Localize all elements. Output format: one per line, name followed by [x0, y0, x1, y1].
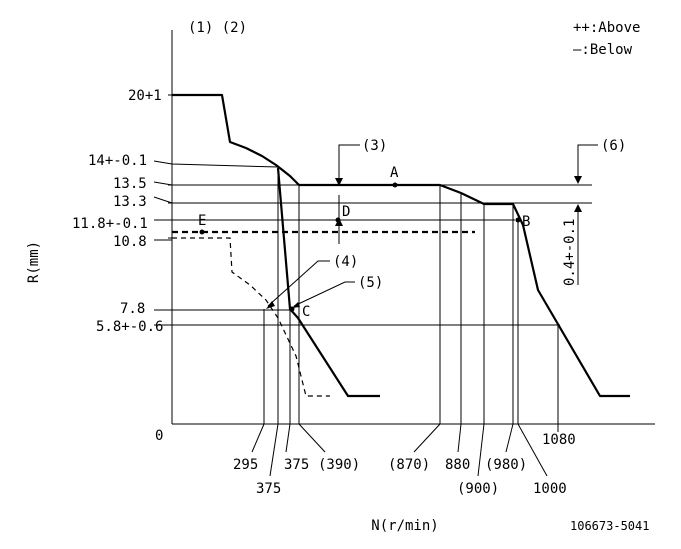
- callout-6-arrowhead-bottom: [574, 204, 582, 212]
- y-label-5-8: 5.8+-0.6: [96, 319, 163, 335]
- ref-line-13-3: [153, 196, 592, 204]
- x-label-1080: 1080: [542, 432, 576, 448]
- main-curve-left: [172, 93, 630, 398]
- y-label-11-8: 11.8+-0.1: [72, 216, 148, 232]
- callout-5: (5): [358, 275, 383, 291]
- callout-4: (4): [333, 254, 358, 270]
- ref-line-14: [153, 160, 279, 168]
- dashed-drop-curve: [172, 237, 330, 397]
- y-label-13-3: 13.3: [113, 194, 147, 210]
- point-b-marker: [515, 217, 521, 223]
- point-label-b: B: [522, 214, 530, 230]
- callout-3: (3): [362, 138, 387, 154]
- x-label-390: (390): [318, 457, 360, 473]
- callout-4-arrowhead: [266, 301, 275, 309]
- callout-6-leader: [577, 144, 598, 285]
- y-axis-label: R(mm): [26, 241, 42, 283]
- callout-4-leader: [267, 260, 330, 307]
- horizontal-reference-lines: [153, 160, 592, 326]
- y-label-7-8: 7.8: [120, 301, 145, 317]
- y-label-14: 14+-0.1: [88, 153, 147, 169]
- x-label-900: (900): [457, 481, 499, 497]
- y-label-10-8: 10.8: [113, 234, 147, 250]
- callout-3-arrowhead: [335, 178, 343, 186]
- callout-5-arrowhead: [292, 302, 300, 308]
- legend-above: ++:Above: [573, 20, 640, 36]
- main-curve-drop: [276, 167, 380, 398]
- drawing-id: 106673-5041: [570, 519, 649, 533]
- callout-3-leader: [338, 144, 360, 244]
- point-label-e: E: [198, 213, 206, 229]
- ref-line-13-5: [153, 181, 592, 186]
- point-e-marker: [199, 229, 205, 235]
- vertical-reference-lines: [263, 167, 559, 424]
- ref-1-2: (1) (2): [188, 20, 247, 36]
- x-label-295: 295: [233, 457, 258, 473]
- x-label-880: 880: [445, 457, 470, 473]
- callout-5-leader: [293, 281, 355, 307]
- y-ticks: [168, 94, 172, 326]
- x-label-375-upper: 375: [284, 457, 309, 473]
- point-a-marker: [392, 182, 398, 188]
- origin-label: 0: [155, 428, 163, 444]
- x-axis-label: N(r/min): [371, 518, 438, 534]
- callout-6-arrowhead-top: [574, 176, 582, 184]
- y-label-20: 20+1: [128, 88, 162, 104]
- callout-6: (6): [601, 138, 626, 154]
- point-markers: [199, 182, 521, 312]
- x-label-1000: 1000: [533, 481, 567, 497]
- tolerance-label: 0.4+-0.1: [562, 219, 578, 286]
- point-label-a: A: [390, 165, 399, 181]
- point-label-c: C: [302, 304, 310, 320]
- legend-below: —:Below: [573, 42, 633, 58]
- x-label-870: (870): [388, 457, 430, 473]
- x-label-980: (980): [485, 457, 527, 473]
- x-leader-lines: [251, 423, 559, 477]
- point-label-d: D: [342, 204, 350, 220]
- y-label-13-5: 13.5: [113, 176, 147, 192]
- callout-d-arrowhead: [335, 218, 343, 226]
- x-label-375-lower: 375: [256, 481, 281, 497]
